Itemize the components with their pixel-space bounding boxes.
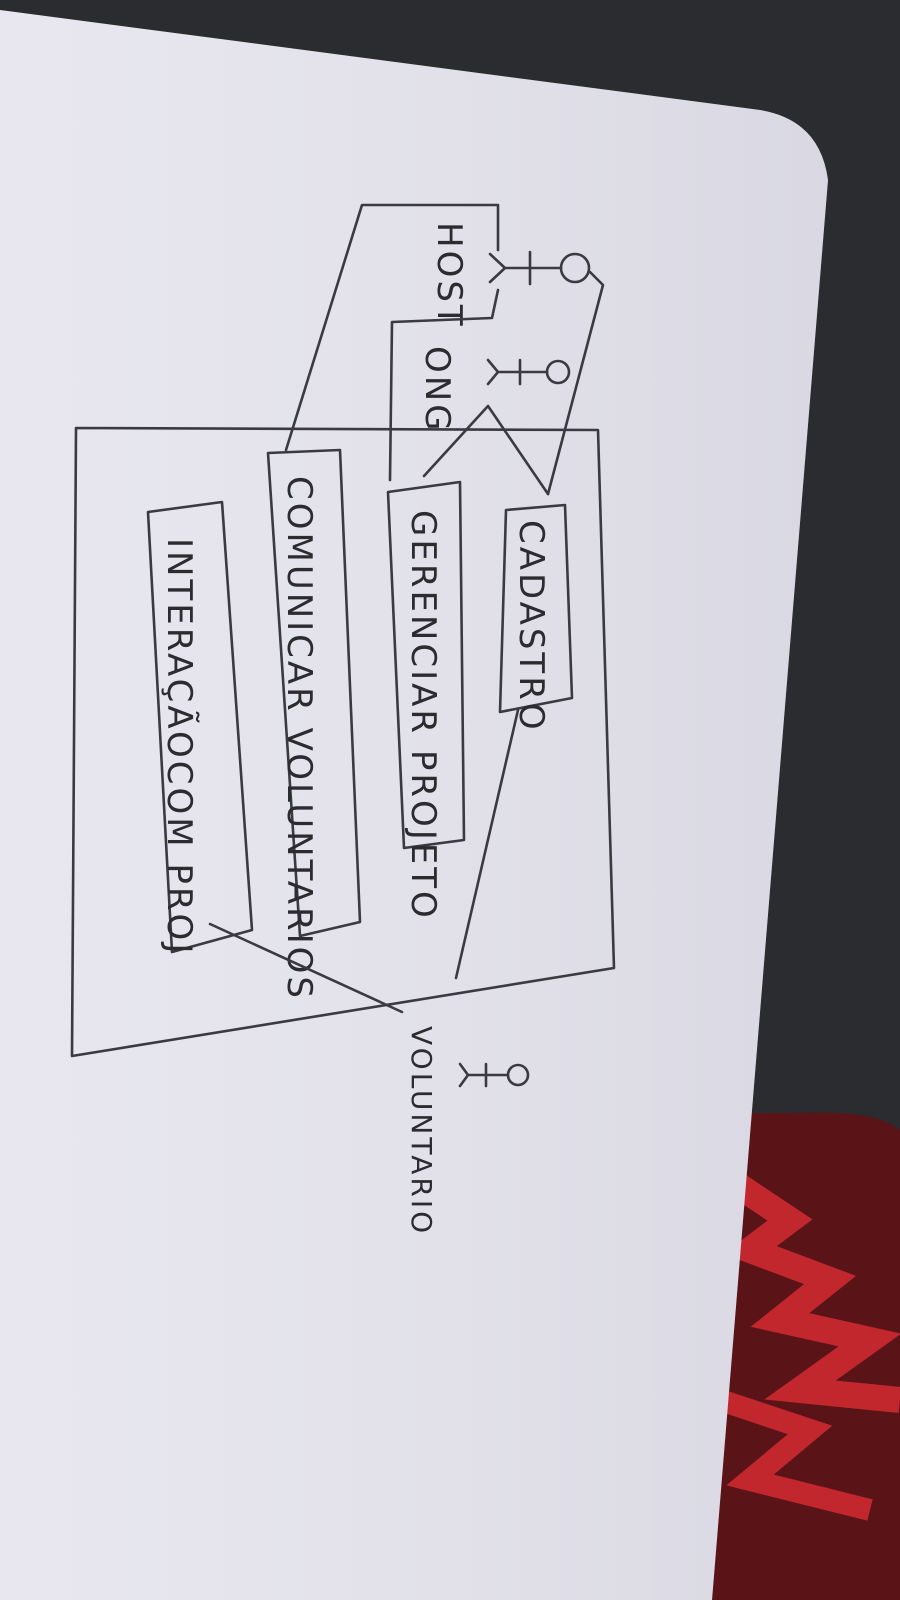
use-case-interacao-com-projetos: INTERAÇÃOCOM PROJ bbox=[146, 500, 254, 956]
actor-label-ong: ONG bbox=[417, 346, 457, 434]
connector-host-comunicar bbox=[284, 203, 500, 452]
connector-voluntario-cadastro bbox=[454, 708, 520, 980]
actor-body bbox=[458, 1062, 510, 1088]
actor-body bbox=[488, 250, 563, 286]
red-pattern bbox=[716, 1389, 873, 1521]
use-case-gerenciar-projeto: GERENCIAR PROJETO bbox=[386, 480, 466, 921]
actor-label-voluntario: VOLUNTARIO bbox=[405, 1026, 438, 1236]
use-case-label: CADASTRO bbox=[511, 520, 551, 733]
connector-host-cadastro bbox=[546, 270, 605, 496]
actor-body bbox=[486, 358, 549, 386]
paper-shade bbox=[0, 10, 828, 1600]
actor-host: HOST bbox=[429, 222, 591, 329]
use-case-cadastro: CADASTRO bbox=[498, 503, 574, 733]
red-pattern bbox=[722, 1169, 900, 1413]
use-case-label: GERENCIAR PROJETO bbox=[403, 510, 443, 921]
use-case-label: INTERAÇÃOCOM PROJ bbox=[159, 538, 199, 956]
actor-voluntario: VOLUNTARIO bbox=[405, 1026, 530, 1236]
connector-ong-cadastro bbox=[422, 404, 550, 496]
system-boundary bbox=[70, 426, 616, 1058]
use-case-label: COMUNICAR VOLUNTARIOS bbox=[279, 476, 319, 1001]
use-case-comunicar-voluntarios: COMUNICAR VOLUNTARIOS bbox=[266, 448, 362, 1001]
connector-ong-gerenciar bbox=[388, 288, 500, 482]
actor-label-host: HOST bbox=[429, 222, 469, 329]
actor-ong: ONG bbox=[417, 346, 571, 434]
connector-voluntario-interacao bbox=[208, 922, 404, 1014]
